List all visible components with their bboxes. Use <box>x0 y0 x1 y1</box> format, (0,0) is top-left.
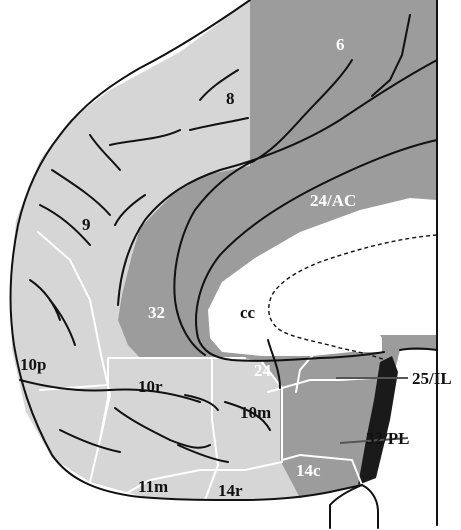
label-area-32-pl: 32/PL <box>366 429 409 448</box>
label-area-14r: 14r <box>218 481 243 500</box>
label-area-6: 6 <box>336 35 345 54</box>
label-area-24: 24 <box>254 361 272 380</box>
label-area-8: 8 <box>226 89 235 108</box>
label-cc: cc <box>240 303 256 322</box>
label-area-32: 32 <box>148 303 165 322</box>
label-area-24-ac: 24/AC <box>310 191 356 210</box>
label-area-10m: 10m <box>240 403 271 422</box>
label-area-25-il: 25/IL <box>412 369 452 388</box>
label-area-11m: 11m <box>138 477 168 496</box>
label-area-14c: 14c <box>296 461 321 480</box>
label-area-10r: 10r <box>138 377 163 396</box>
label-area-10p: 10p <box>20 355 46 374</box>
label-area-9: 9 <box>82 215 91 234</box>
